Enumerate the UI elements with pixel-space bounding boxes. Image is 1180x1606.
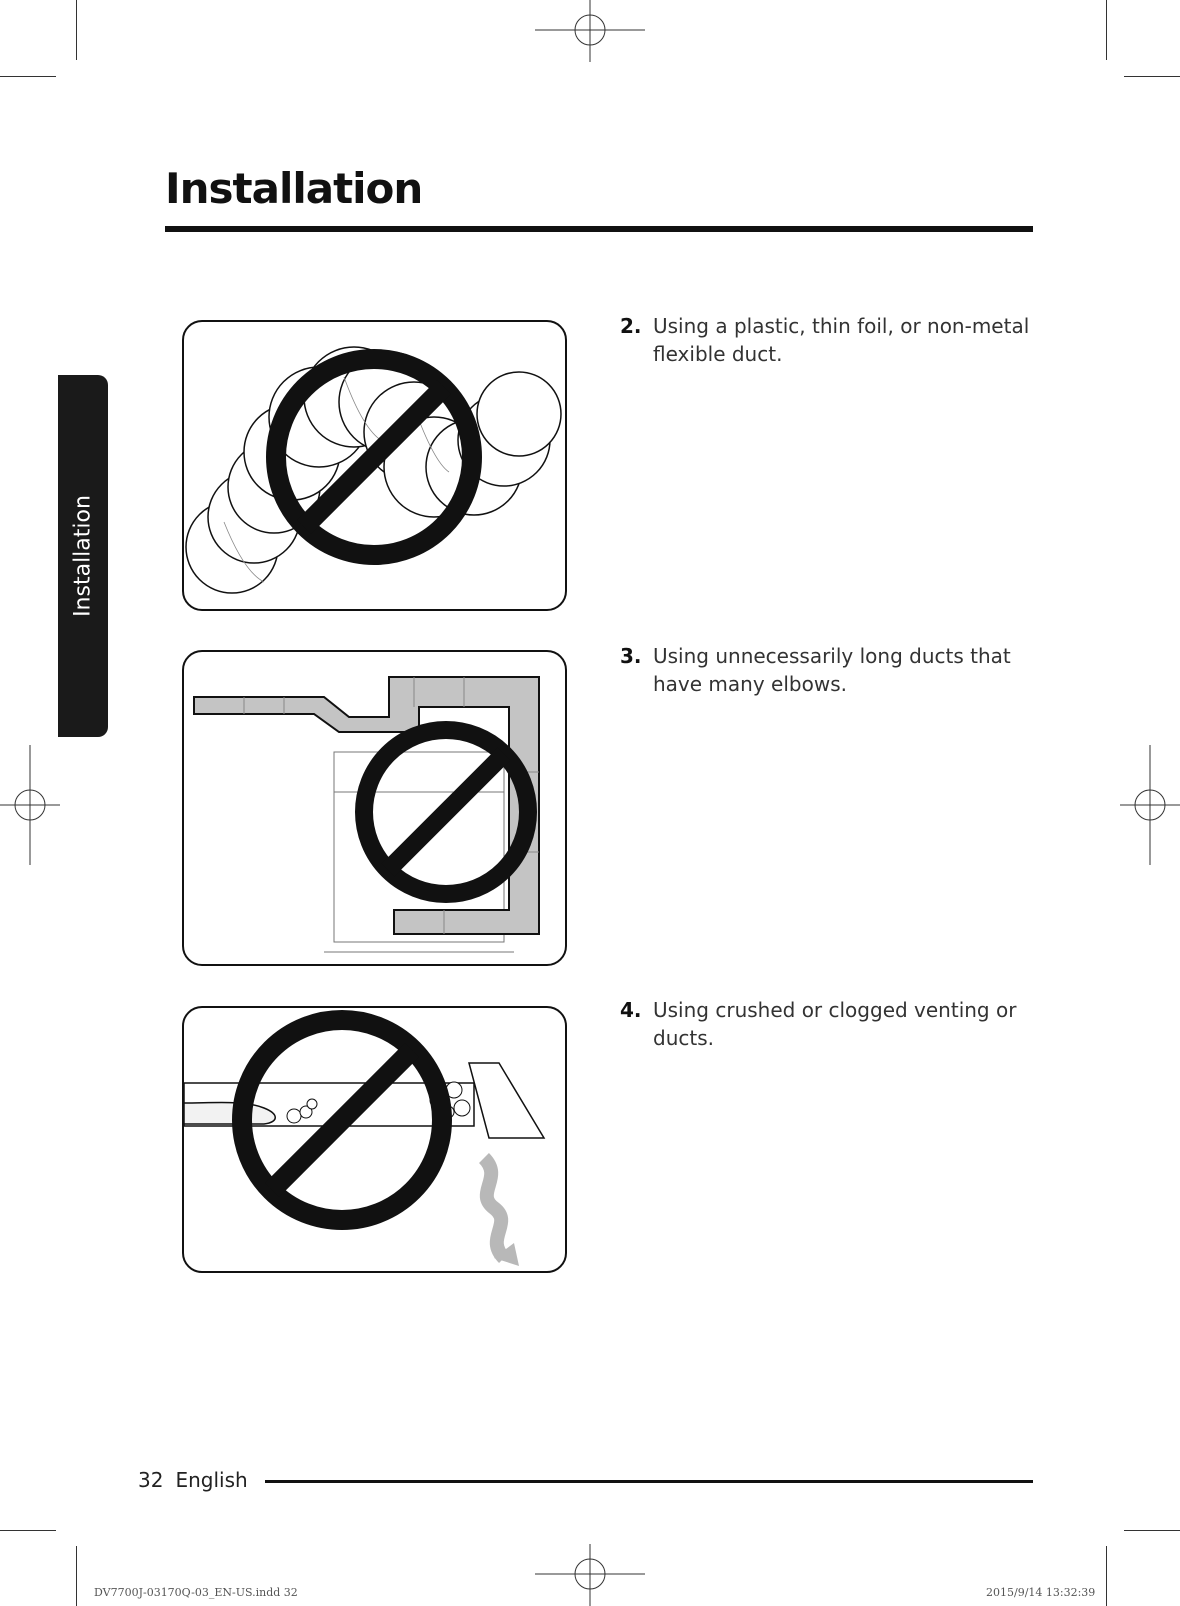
side-section-tab: Installation	[58, 375, 108, 737]
step-2: 2. Using a plastic, thin foil, or non-me…	[620, 312, 1040, 368]
clogged-duct-icon	[184, 1008, 565, 1271]
illustration-clogged-duct	[182, 1006, 567, 1273]
footer-rule	[265, 1480, 1033, 1483]
print-slug-file: DV7700J-03170Q-03_EN-US.indd 32	[94, 1586, 298, 1599]
crop-mark-top-right-horizontal	[1124, 76, 1180, 77]
flexible-duct-icon	[184, 322, 565, 609]
step-number: 3.	[620, 642, 642, 670]
page-title: Installation	[165, 168, 422, 210]
print-slug-timestamp: 2015/9/14 13:32:39	[986, 1586, 1095, 1599]
prohibition-icon	[364, 730, 528, 894]
crop-mark-top-right-vertical	[1106, 0, 1107, 60]
crop-mark-bottom-left-horizontal	[0, 1530, 56, 1531]
step-text: Using unnecessarily long ducts that have…	[653, 642, 1040, 698]
illustration-flexible-duct	[182, 320, 567, 611]
page-footer: 32 English	[138, 1468, 248, 1492]
step-4: 4. Using crushed or clogged venting or d…	[620, 996, 1040, 1052]
step-text: Using a plastic, thin foil, or non-metal…	[653, 312, 1040, 368]
registration-mark-icon	[535, 0, 645, 62]
page-number: 32	[138, 1468, 163, 1492]
crop-mark-top-left-horizontal	[0, 76, 56, 77]
step-text: Using crushed or clogged venting or duct…	[653, 996, 1040, 1052]
registration-mark-icon	[535, 1544, 645, 1606]
crop-mark-top-left-vertical	[76, 0, 77, 60]
registration-mark-icon	[0, 745, 60, 865]
elbow-duct-icon	[184, 652, 565, 964]
step-number: 4.	[620, 996, 642, 1024]
crop-mark-bottom-right-horizontal	[1124, 1530, 1180, 1531]
footer-language: English	[175, 1468, 247, 1492]
crop-mark-bottom-right-vertical	[1106, 1546, 1107, 1606]
registration-mark-icon	[1120, 745, 1180, 865]
step-3: 3. Using unnecessarily long ducts that h…	[620, 642, 1040, 698]
side-tab-label: Installation	[71, 495, 96, 617]
illustration-elbow-ducts	[182, 650, 567, 966]
title-rule	[165, 226, 1033, 232]
crop-mark-bottom-left-vertical	[76, 1546, 77, 1606]
step-number: 2.	[620, 312, 642, 340]
